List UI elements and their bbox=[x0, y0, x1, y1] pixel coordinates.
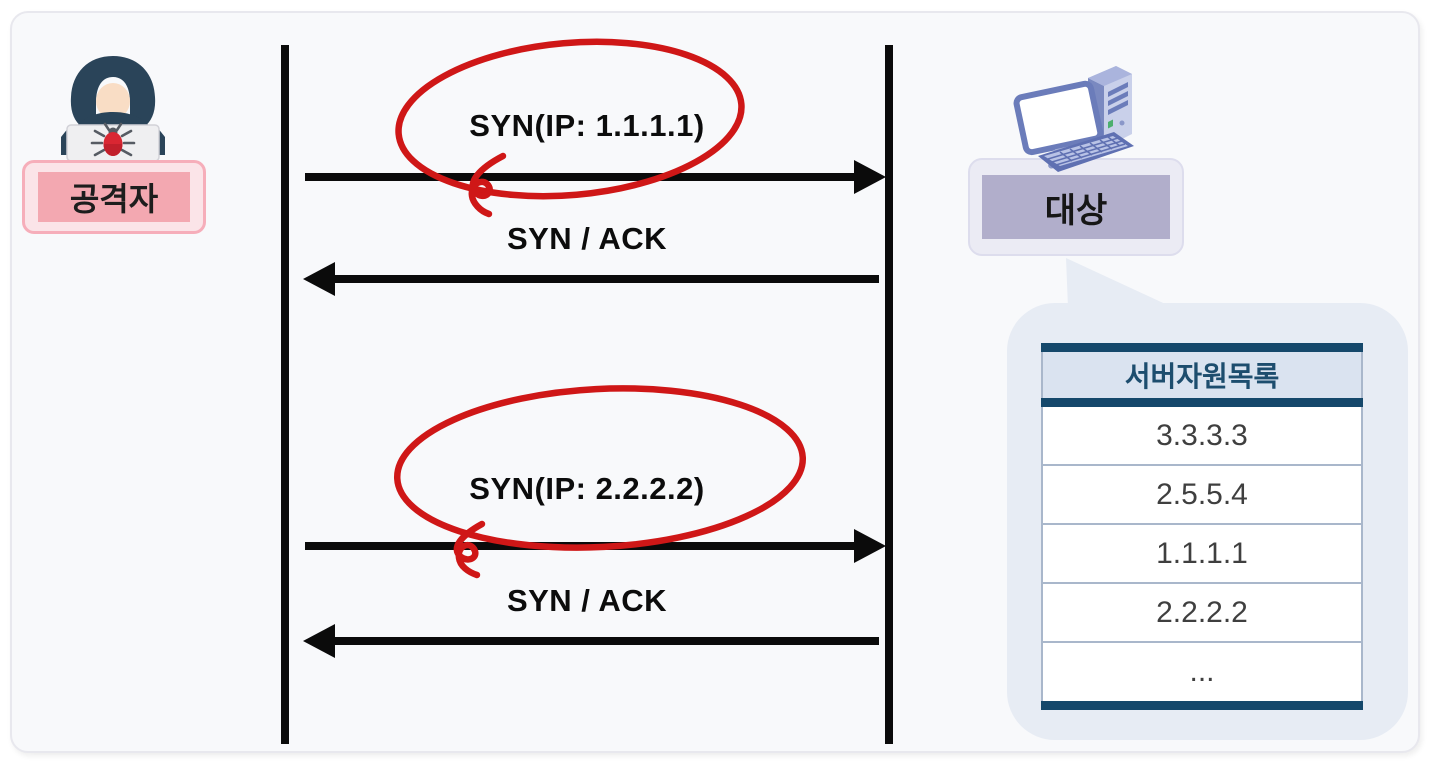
table-border-bottom bbox=[1041, 701, 1363, 710]
red-circle-annotation-1 bbox=[395, 38, 745, 218]
attacker-label: 공격자 bbox=[38, 172, 190, 222]
table-border-header bbox=[1041, 398, 1363, 407]
message-syn-2: SYN(IP: 2.2.2.2) bbox=[469, 471, 705, 506]
face bbox=[96, 83, 130, 119]
hacker-icon bbox=[61, 56, 165, 168]
target-lifeline bbox=[885, 45, 893, 744]
synack-arrow-1 bbox=[303, 262, 879, 296]
message-syn-1: SYN(IP: 1.1.1.1) bbox=[469, 108, 705, 143]
table-row: ... bbox=[1041, 643, 1363, 701]
attacker-label-box: 공격자 bbox=[22, 160, 206, 234]
target-label: 대상 bbox=[982, 175, 1170, 239]
table-row: 3.3.3.3 bbox=[1041, 407, 1363, 466]
table-row: 2.5.5.4 bbox=[1041, 466, 1363, 525]
hood bbox=[70, 56, 156, 127]
computer-icon bbox=[1013, 66, 1134, 172]
table-row: 2.2.2.2 bbox=[1041, 584, 1363, 643]
bug-icon bbox=[90, 122, 136, 157]
table-border-top bbox=[1041, 343, 1363, 352]
server-resource-table: 서버자원목록 3.3.3.3 2.5.5.4 1.1.1.1 2.2.2.2 .… bbox=[1041, 343, 1363, 710]
message-synack-1: SYN / ACK bbox=[506, 221, 668, 256]
message-synack-2: SYN / ACK bbox=[506, 583, 668, 618]
attacker-lifeline bbox=[281, 45, 289, 744]
target-label-box: 대상 bbox=[968, 158, 1184, 256]
syn-arrow-1 bbox=[305, 160, 886, 194]
table-row: 1.1.1.1 bbox=[1041, 525, 1363, 584]
table-header: 서버자원목록 bbox=[1041, 352, 1363, 398]
keyboard bbox=[1038, 132, 1134, 172]
synack-arrow-2 bbox=[303, 624, 879, 658]
red-circle-annotation-2 bbox=[393, 385, 807, 579]
speech-bubble-tail bbox=[1066, 258, 1174, 308]
